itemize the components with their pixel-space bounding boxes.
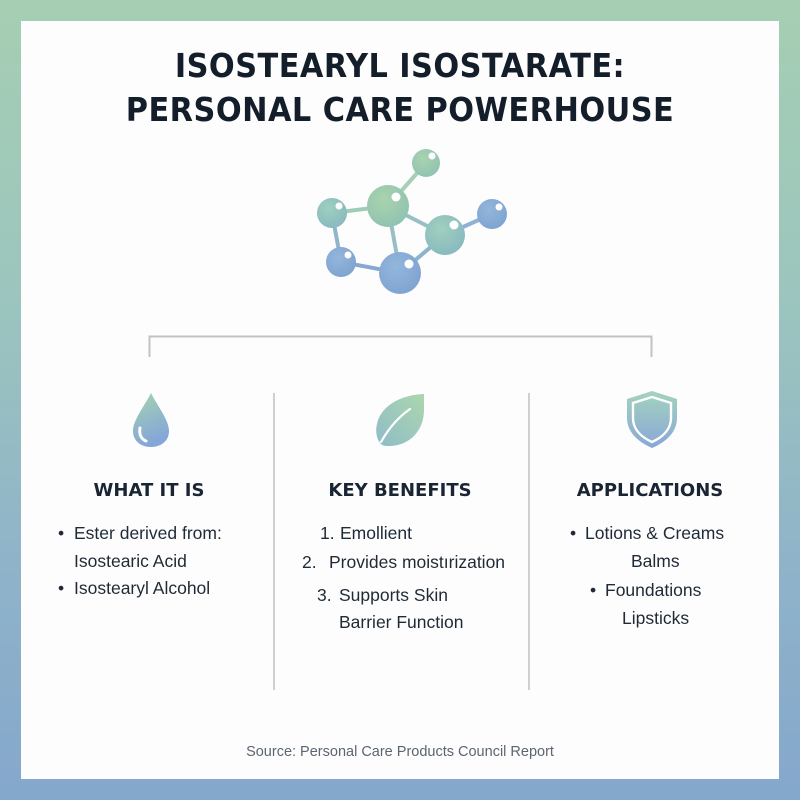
list-item: • Foundations xyxy=(590,580,702,600)
title-line-2: PERSONAL CARE POWERHOUSE xyxy=(125,90,675,129)
column-heading-applications: APPLICATIONS xyxy=(576,480,724,501)
bullet: • xyxy=(58,523,65,543)
column-heading-what-it-is: WHAT IT IS xyxy=(93,480,205,501)
list-item: Lipsticks xyxy=(622,608,690,628)
list-item: 2. Provides moistırization xyxy=(302,552,506,572)
leaf-icon xyxy=(376,394,424,446)
list-number: 3. xyxy=(317,585,332,605)
shield-icon xyxy=(627,391,677,448)
list-item: • Isostearyl Alcohol xyxy=(58,578,211,598)
bullet: • xyxy=(570,523,577,543)
list-item: Balms xyxy=(631,551,680,571)
bullet: • xyxy=(58,578,65,598)
list-item: 3. Supports Skin xyxy=(317,585,448,605)
list-number: 1. xyxy=(320,523,335,543)
column-heading-key-benefits: KEY BENEFITS xyxy=(328,480,472,501)
water-drop-icon xyxy=(133,393,169,447)
page-title: ISOSTEARYL ISOSTARATE: PERSONAL CARE POW… xyxy=(51,44,748,132)
list-item: Isostearic Acid xyxy=(74,551,187,571)
source-citation: Source: Personal Care Products Council R… xyxy=(246,744,554,760)
molecule-icon xyxy=(317,149,507,294)
list-item: • Ester derived from: xyxy=(58,523,222,543)
list-item: 1. Emollient xyxy=(320,523,412,543)
list-number: 2. xyxy=(302,552,317,572)
title-line-1: ISOSTEARYL ISOSTARATE: xyxy=(174,46,626,85)
bracket-connector xyxy=(148,335,653,357)
list-item: Barrier Function xyxy=(339,612,464,632)
list-item: • Lotions & Creams xyxy=(570,523,725,543)
bullet: • xyxy=(590,580,597,600)
